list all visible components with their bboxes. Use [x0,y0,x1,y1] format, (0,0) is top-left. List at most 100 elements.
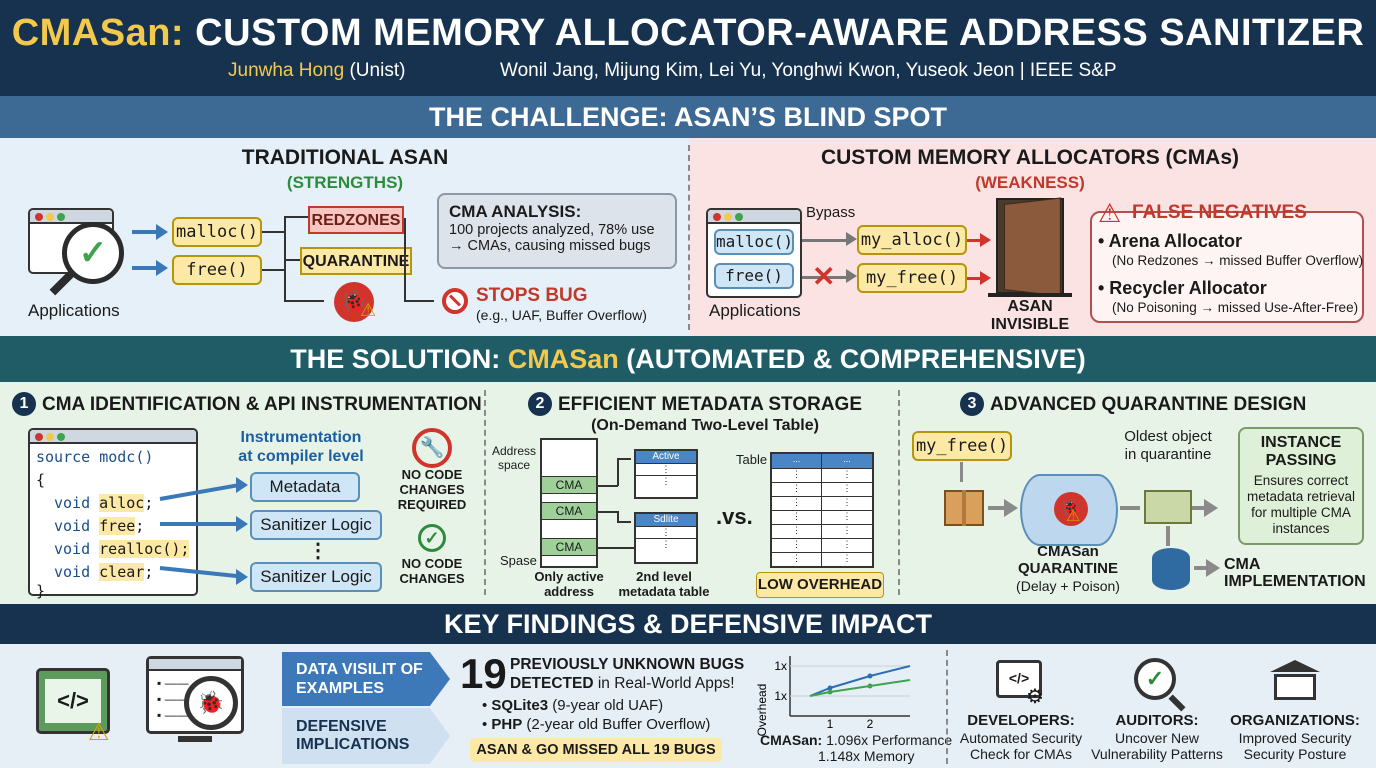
flat-table: ...... ⋮⋮ ⋮⋮ ⋮⋮ ⋮⋮ ⋮⋮ ⋮⋮ ⋮⋮ [770,452,874,568]
delay-poison-label: (Delay + Poison) [1016,578,1120,594]
strengths-label: (STRENGTHS) [286,173,404,192]
chart-y-tick: 1x [774,689,787,703]
ellipsis: ⋮ [308,540,328,562]
alert-icon: ⚠ [1098,198,1122,228]
auditors-title: AUDITORS: [1115,712,1199,729]
false-negatives-box [1090,211,1364,323]
spase-label: Spase [500,553,537,568]
chart-point [827,689,833,695]
cma-malloc-box: malloc() [714,229,794,255]
sanitizer-logic-box-2: Sanitizer Logic [250,562,382,592]
organizations-title: ORGANIZATIONS: [1230,712,1360,729]
vs-label: .vs. [716,504,753,529]
sqlite-bug: • SQLite3 (9-year old UAF) [482,697,664,714]
cma-slot-3: CMA [542,538,596,556]
findings-bar: KEY FINDINGS & DEFENSIVE IMPACT [0,604,1376,644]
bugs-line-1: PREVIOUSLY UNKNOWN BUGS [510,656,745,673]
php-bug: • PHP (2-year old Buffer Overflow) [482,716,711,733]
missed-badge: ASAN & GO MISSED ALL 19 BUGS [470,738,722,762]
box-icon [944,490,984,526]
chart-ylabel: Overhead [755,684,769,737]
building-icon [1270,660,1320,702]
applications-label: Applications [28,301,120,320]
redzones-box: REDZONES [308,206,404,234]
cma-title: CUSTOM MEMORY ALLOCATORS (CMAs) [820,146,1240,169]
chart-x-tick: 2 [867,717,874,731]
header [0,0,1376,96]
metadata-table-2: Sdlite ⋮ ⋮ [634,512,698,564]
chart-y-tick: 1x [774,659,787,673]
lead-author: Junwha Hong (Unist) [228,60,406,81]
coauthors: Wonil Jang, Mijung Kim, Lei Yu, Yonghwi … [500,60,1117,81]
oldest-object-box [1144,490,1192,524]
s2-subtitle: (On-Demand Two-Level Table) [591,417,819,434]
bypass-label: Bypass [806,204,856,221]
my-free-box: my_free() [857,263,967,293]
table-label: Table [736,452,768,467]
cma-slot-1: CMA [542,476,596,494]
auditor-magnifier-icon: ✓ [1134,658,1176,700]
solution-bar: THE SOLUTION: CMASan (AUTOMATED & COMPRE… [0,336,1376,382]
recycler-allocator: • Recycler Allocator [1098,278,1267,298]
blocked-x-icon: ✕ [812,261,836,292]
chart-series-line-1 [809,679,911,697]
low-overhead-badge: LOW OVERHEAD [756,572,884,598]
metadata-table-1: Active ⋮ ⋮ [634,449,698,499]
check-circle-icon: ✓ [418,524,446,552]
chart-series-line-0 [809,665,911,697]
cma-applications-label: Applications [709,301,801,320]
poster-title: CMASan: CUSTOM MEMORY ALLOCATOR-AWARE AD… [11,12,1365,54]
database-icon [1152,548,1190,590]
stops-bug-sub: (e.g., UAF, Buffer Overflow) [476,307,647,323]
gear-icon: ⚙ [1026,686,1044,708]
false-negatives-title: FALSE NEGATIVES [1132,202,1307,223]
no-wrench-icon: 🔧 [412,428,452,468]
code-warning-icon: ⚠ [88,719,110,746]
cma-free-box: free() [714,263,794,289]
developers-title: DEVELOPERS: [967,712,1075,729]
chart-point [867,673,873,679]
perf-line-1: CMASan: 1.096x Performance [760,732,953,748]
chart-x-tick: 1 [827,717,834,731]
bugs-line-2: DETECTED in Real-World Apps! [510,675,735,692]
cma-analysis-box: CMA ANALYSIS: 100 projects analyzed, 78%… [437,193,677,269]
challenge-divider [688,145,690,330]
chart-point [867,683,873,689]
door-icon [996,197,1064,297]
free-box: free() [172,255,262,285]
malloc-box: malloc() [172,217,262,247]
cma-slot-2: CMA [542,502,596,520]
quarantine-box: QUARANTINE [300,247,412,275]
arena-allocator: • Arena Allocator [1098,231,1242,251]
arena-allocator-sub: (No Redzones → missed Buffer Overflow) [1112,253,1364,268]
traditional-asan-title: TRADITIONAL ASAN [241,146,449,169]
bug-magnifier-icon: 🐞 [184,676,238,730]
bug-count: 19 [460,650,507,697]
weakness-label: (WEAKNESS) [975,173,1085,192]
my-alloc-box: my_alloc() [857,225,967,255]
metadata-box: Metadata [250,472,360,502]
quarantine-warning-icon: ⚠ [1066,508,1081,525]
perf-line-2: 1.148x Memory [818,748,915,764]
dev-code-icon: </> [996,660,1042,698]
overhead-chart: Overhead 1 2 1x 1x [755,656,911,737]
quarantine-cylinder: 🐞 [1020,474,1118,546]
code-monitor-icon: </> [36,668,110,734]
